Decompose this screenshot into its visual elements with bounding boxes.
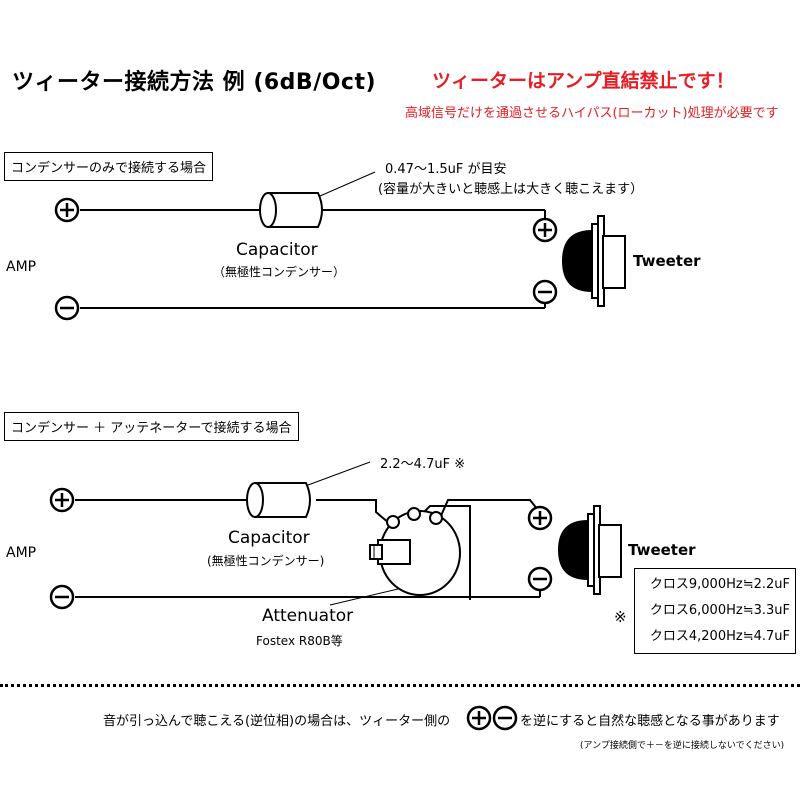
- s1-tweeter-plus-terminal: [532, 217, 558, 243]
- crossover-table: クロス9,000Hz≒2.2uF クロス6,000Hz≒3.3uF クロス4,2…: [634, 568, 796, 654]
- warning-headline: ツィーターはアンプ直結禁止です！: [432, 70, 735, 92]
- dotted-divider: [0, 684, 800, 687]
- s2-amp-plus-terminal: [49, 487, 75, 513]
- s2-amp-minus-terminal: [49, 584, 75, 610]
- s1-capacitor-symbol: [259, 192, 323, 228]
- s2-cap-to-attenuator: [316, 499, 391, 525]
- s2-tweeter-minus-terminal: [527, 566, 553, 592]
- page-title: ツィーター接続方法 例 (6dB/Oct): [12, 70, 377, 95]
- crossover-row: クロス9,000Hz≒2.2uF: [649, 577, 790, 592]
- s1-amp-label: AMP: [6, 259, 37, 275]
- s2-tweeter-label: Tweeter: [628, 541, 696, 559]
- s1-cap-value: 0.47～1.5uF が目安: [385, 162, 507, 177]
- s2-capacitor-symbol: [246, 482, 311, 518]
- crossover-row: クロス4,200Hz≒4.7uF: [649, 629, 790, 644]
- s2-amp-label: AMP: [6, 545, 37, 561]
- s2-leader-line: [299, 461, 371, 489]
- s1-amp-minus-terminal: [54, 295, 80, 321]
- s2-capacitor-label: Capacitor: [228, 528, 310, 548]
- s1-tweeter-label: Tweeter: [633, 252, 701, 270]
- s1-capacitor-label: Capacitor: [236, 240, 318, 260]
- s1-tweeter-icon: [562, 215, 626, 307]
- s1-capacitor-sublabel: （無極性コンデンサー）: [213, 265, 346, 279]
- section2-heading: コンデンサー ＋ アッテネーターで接続する場合: [4, 412, 299, 441]
- footer-minus-icon: [492, 705, 518, 731]
- s2-cap-value: 2.2～4.7uF ※: [380, 457, 466, 472]
- s2-tweeter-icon: [558, 505, 622, 595]
- s2-capacitor-sublabel: (無極性コンデンサー): [207, 554, 325, 568]
- section1-heading: コンデンサーのみで接続する場合: [4, 152, 214, 181]
- footer-note-part1: 音が引っ込んで聴こえる(逆位相)の場合は、ツィーター側の: [103, 714, 451, 729]
- crossover-note-mark: ※: [614, 608, 627, 626]
- footer-plus-icon: [466, 705, 492, 731]
- attenuator-sublabel: Fostex R80B等: [256, 634, 343, 648]
- s1-amp-plus-terminal: [54, 197, 80, 223]
- s2-tweeter-plus-terminal: [527, 505, 553, 531]
- footer-note-part2: を逆にすると自然な聴感となる事があります: [520, 714, 780, 729]
- s1-tweeter-minus-terminal: [532, 279, 558, 305]
- attenuator-symbol: [369, 507, 461, 596]
- s1-leader-line: [319, 171, 376, 197]
- s1-cap-note: (容量が大きいと聴感上は大きく聴こえます）: [378, 182, 644, 197]
- crossover-row: クロス6,000Hz≒3.3uF: [649, 603, 790, 618]
- s2-attenuator-to-tweeter: [439, 499, 539, 519]
- warning-subtext: 高域信号だけを通過させるハイパス(ローカット)処理が必要です: [405, 106, 779, 121]
- attenuator-label: Attenuator: [262, 606, 354, 626]
- footer-caution: (アンプ接続側で＋－を逆に接続しないでください): [580, 741, 785, 751]
